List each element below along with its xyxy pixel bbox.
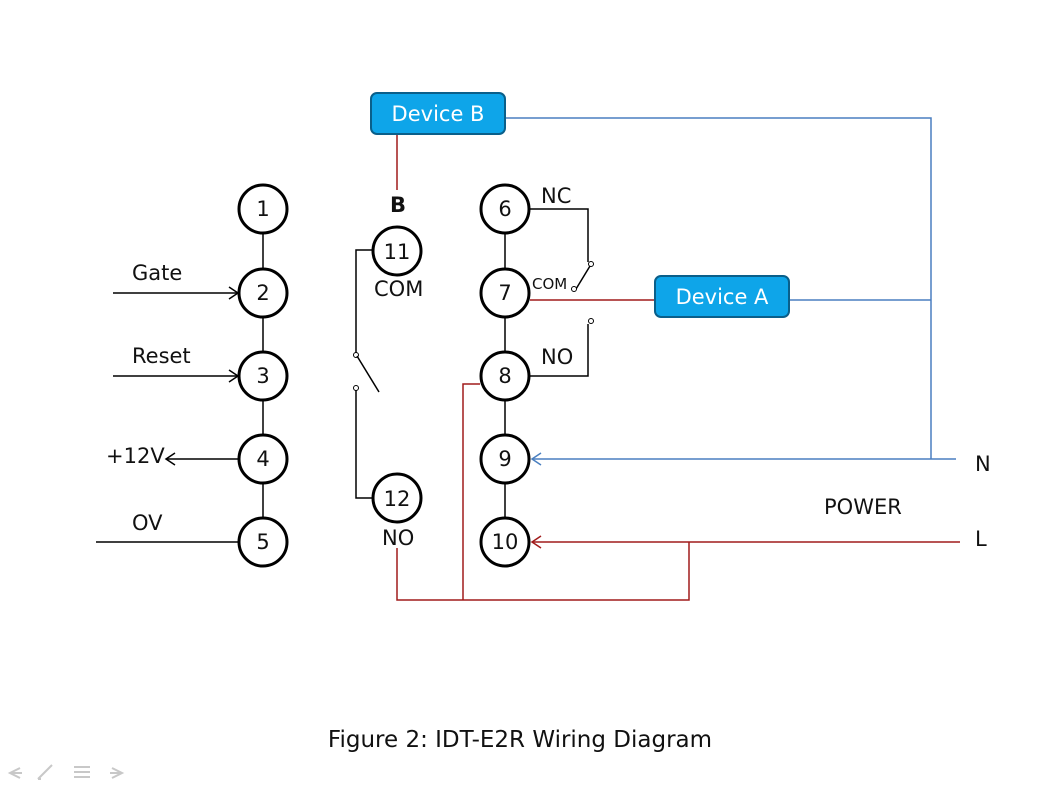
terminal-9: 9 <box>479 433 531 485</box>
svg-text:6: 6 <box>498 197 511 221</box>
relay-a-no-label: NO <box>541 345 573 369</box>
svg-text:2: 2 <box>256 281 269 305</box>
svg-text:7: 7 <box>498 281 511 305</box>
reset-label: Reset <box>132 344 191 368</box>
terminal-8: 8 <box>479 350 531 402</box>
terminal-5: 5 <box>237 516 289 568</box>
relay-a-no-wire <box>529 324 589 377</box>
ov-label: OV <box>132 511 163 535</box>
line-loop-wire <box>396 542 690 601</box>
line-to-terminal-8 <box>462 383 480 600</box>
relay-a-contact-nc <box>588 261 594 267</box>
terminal-6: 6 <box>479 183 531 235</box>
neutral-arrow <box>530 452 542 466</box>
svg-text:12: 12 <box>384 487 411 511</box>
terminal-11: 11 <box>371 225 423 277</box>
relay-a-nc-wire <box>529 208 589 262</box>
svg-text:4: 4 <box>256 447 269 471</box>
relay-a-contact-com <box>571 286 577 292</box>
svg-text:10: 10 <box>492 530 519 554</box>
terminal-2: 2 <box>237 267 289 319</box>
figure-caption: Figure 2: IDT-E2R Wiring Diagram <box>328 727 712 753</box>
device-a-box: Device A <box>654 275 790 318</box>
svg-text:1: 1 <box>256 197 269 221</box>
relay-a-com-label: COM <box>532 275 567 293</box>
terminal-10: 10 <box>479 516 531 568</box>
gate-label: Gate <box>132 261 182 285</box>
relay-b-switch-blade <box>356 355 380 393</box>
svg-text:11: 11 <box>384 240 411 264</box>
terminal-12: 12 <box>371 472 423 524</box>
relay-b-com-label: COM <box>374 277 423 301</box>
menu-icon[interactable] <box>74 766 90 778</box>
svg-text:9: 9 <box>498 447 511 471</box>
terminal-3: 3 <box>237 350 289 402</box>
forward-arrow-icon[interactable] <box>110 767 125 779</box>
svg-text:Device A: Device A <box>676 285 769 309</box>
relay-b-no-wire <box>355 390 372 499</box>
svg-text:5: 5 <box>256 530 269 554</box>
neutral-label: N <box>975 452 991 476</box>
line-arrow <box>530 535 542 549</box>
device-b-box: Device B <box>370 92 506 135</box>
relay-a-switch-blade <box>575 265 591 290</box>
relay-b-com-wire <box>355 249 372 353</box>
relay-a-nc-label: NC <box>541 184 571 208</box>
relay-b-label: B <box>390 193 406 217</box>
svg-text:Device B: Device B <box>392 102 485 126</box>
back-arrow-icon[interactable] <box>7 767 22 779</box>
power-label: POWER <box>824 495 902 519</box>
relay-b-no-label: NO <box>382 526 414 550</box>
terminal-7: 7 <box>479 267 531 319</box>
plus12v-arrow <box>164 452 176 466</box>
line-label: L <box>975 527 987 551</box>
relay-a-contact-no <box>588 318 594 324</box>
relay-b-contact-no <box>353 385 359 391</box>
terminal-4: 4 <box>237 433 289 485</box>
terminal-1: 1 <box>237 183 289 235</box>
svg-text:8: 8 <box>498 364 511 388</box>
pen-icon[interactable] <box>37 764 53 780</box>
plus12v-label: +12V <box>106 444 165 468</box>
device-b-neutral <box>505 117 932 459</box>
svg-text:3: 3 <box>256 364 269 388</box>
